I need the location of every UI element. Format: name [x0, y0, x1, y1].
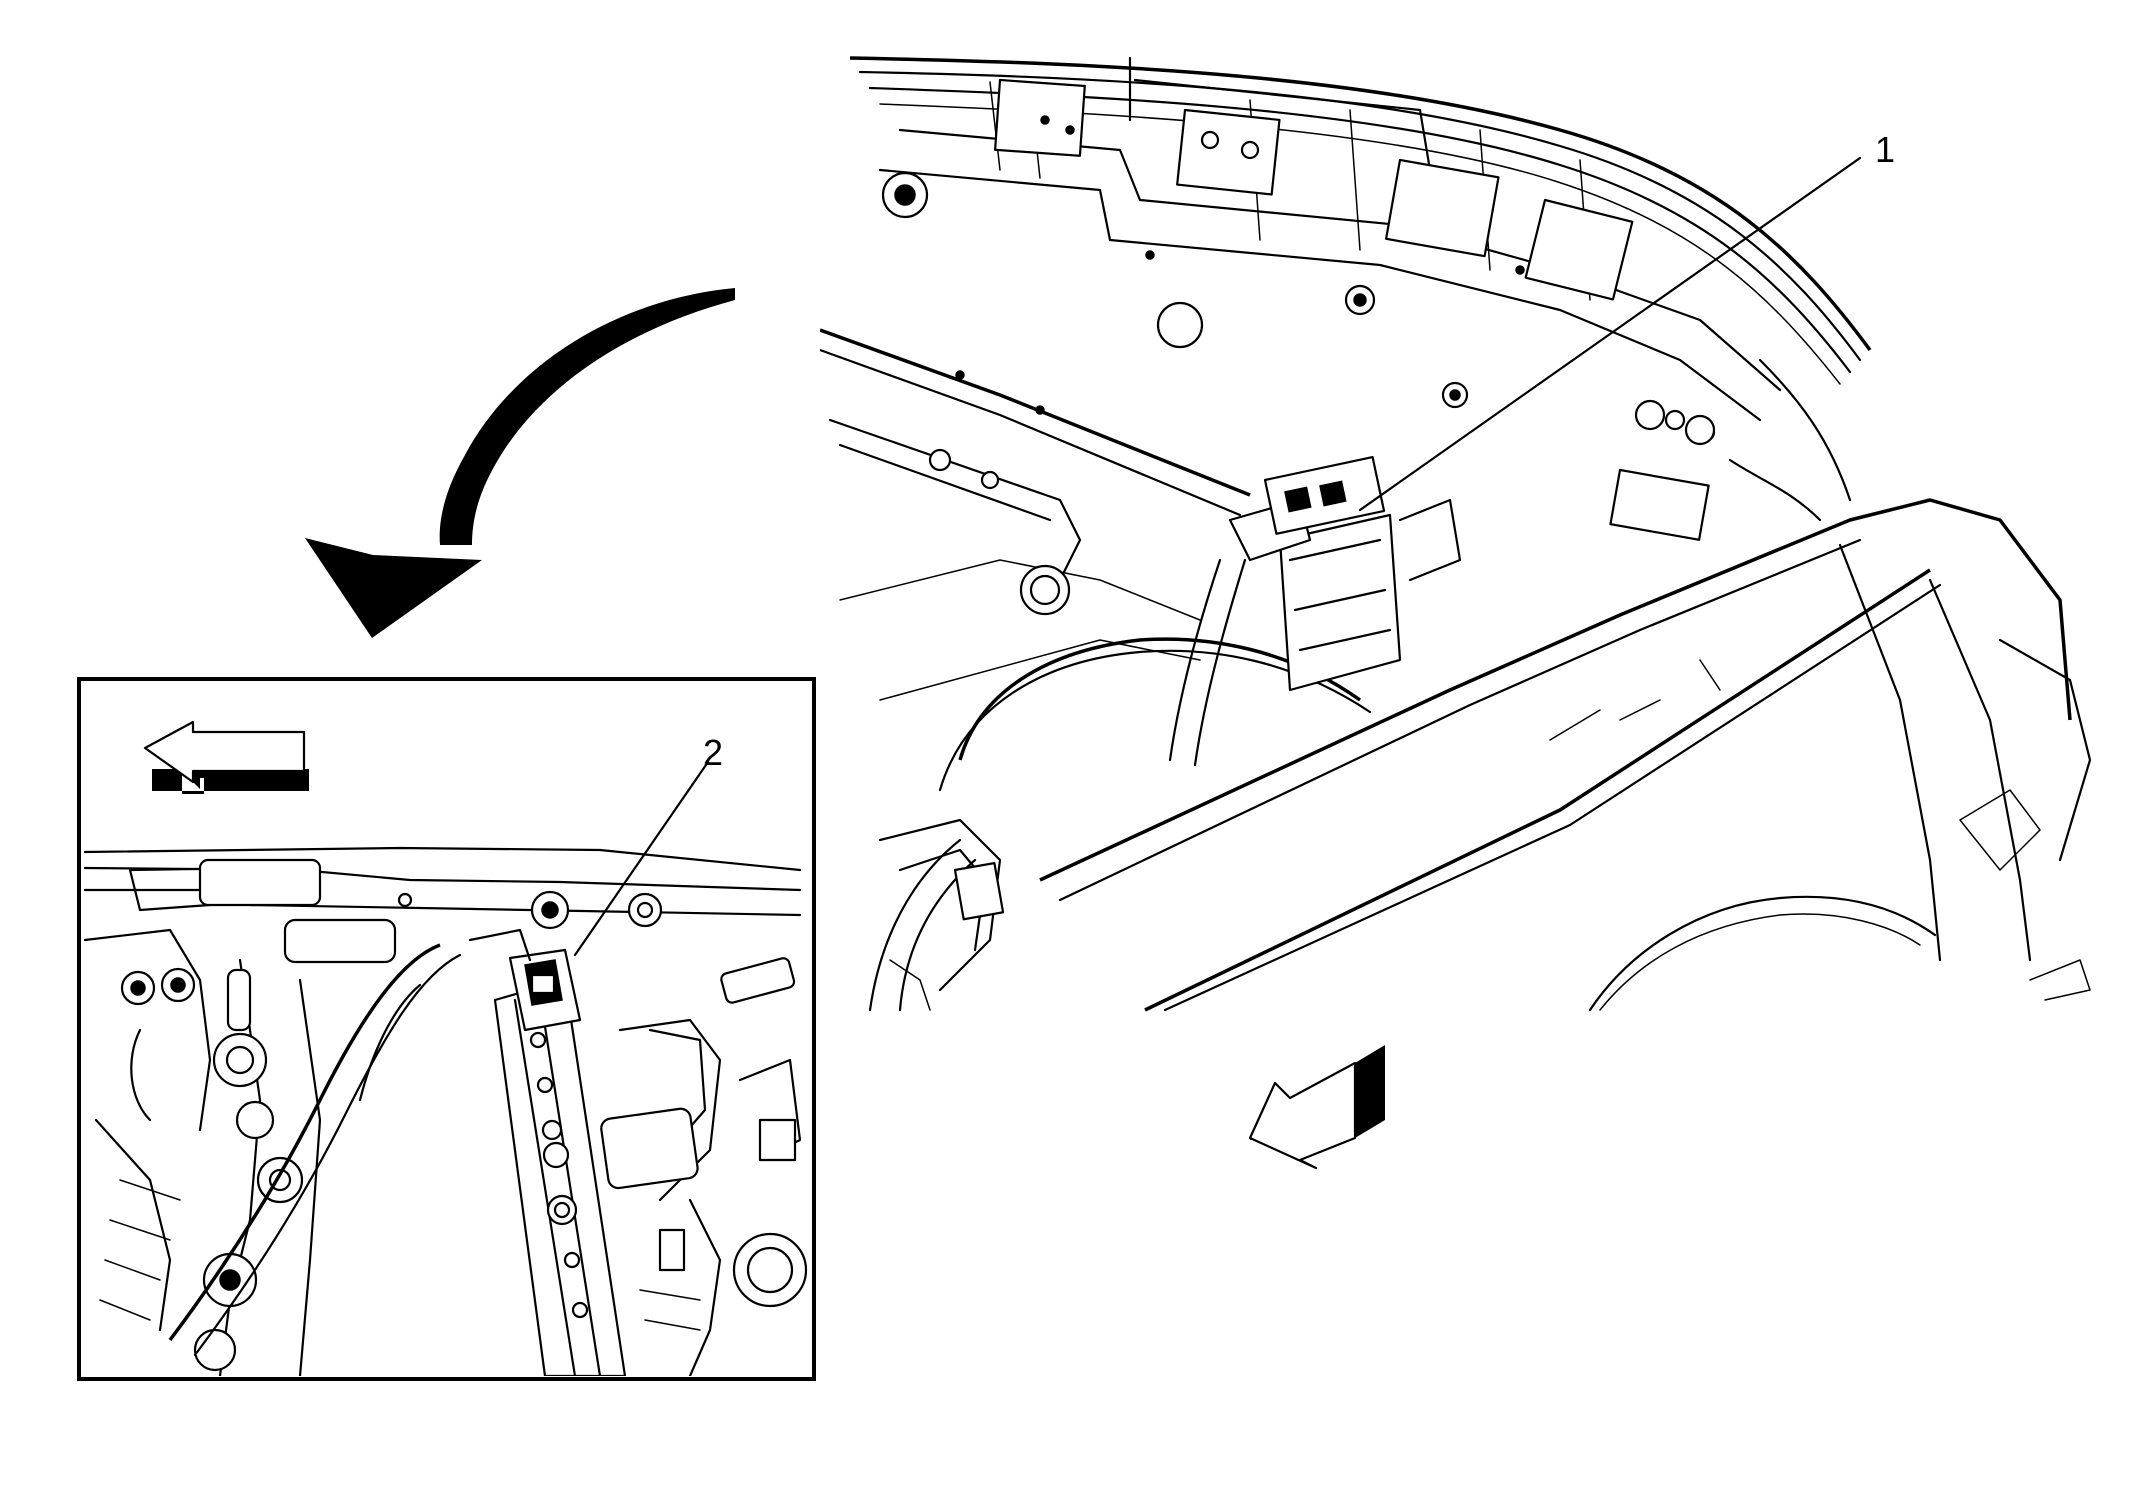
main-view: 1 — [820, 56, 2092, 1012]
left-rail — [820, 328, 1251, 701]
wheel-well — [868, 637, 1937, 1012]
callout-1-leader — [1358, 156, 1862, 512]
front-fender — [1039, 358, 2092, 1012]
callout-1-label: 1 — [1875, 129, 1895, 170]
left-arrow-icon — [143, 720, 309, 794]
cowl-panel — [849, 56, 1872, 443]
front-lower-structure — [878, 818, 1005, 1011]
forward-arrow-icon — [1248, 1045, 1385, 1170]
inset-view: 2 — [77, 677, 816, 1381]
callout-2-label: 2 — [703, 732, 723, 773]
inset-frame — [77, 677, 816, 1381]
battery-tray — [1168, 456, 1462, 767]
callout-2-leader — [573, 760, 710, 957]
curved-arrow-icon — [305, 288, 735, 638]
